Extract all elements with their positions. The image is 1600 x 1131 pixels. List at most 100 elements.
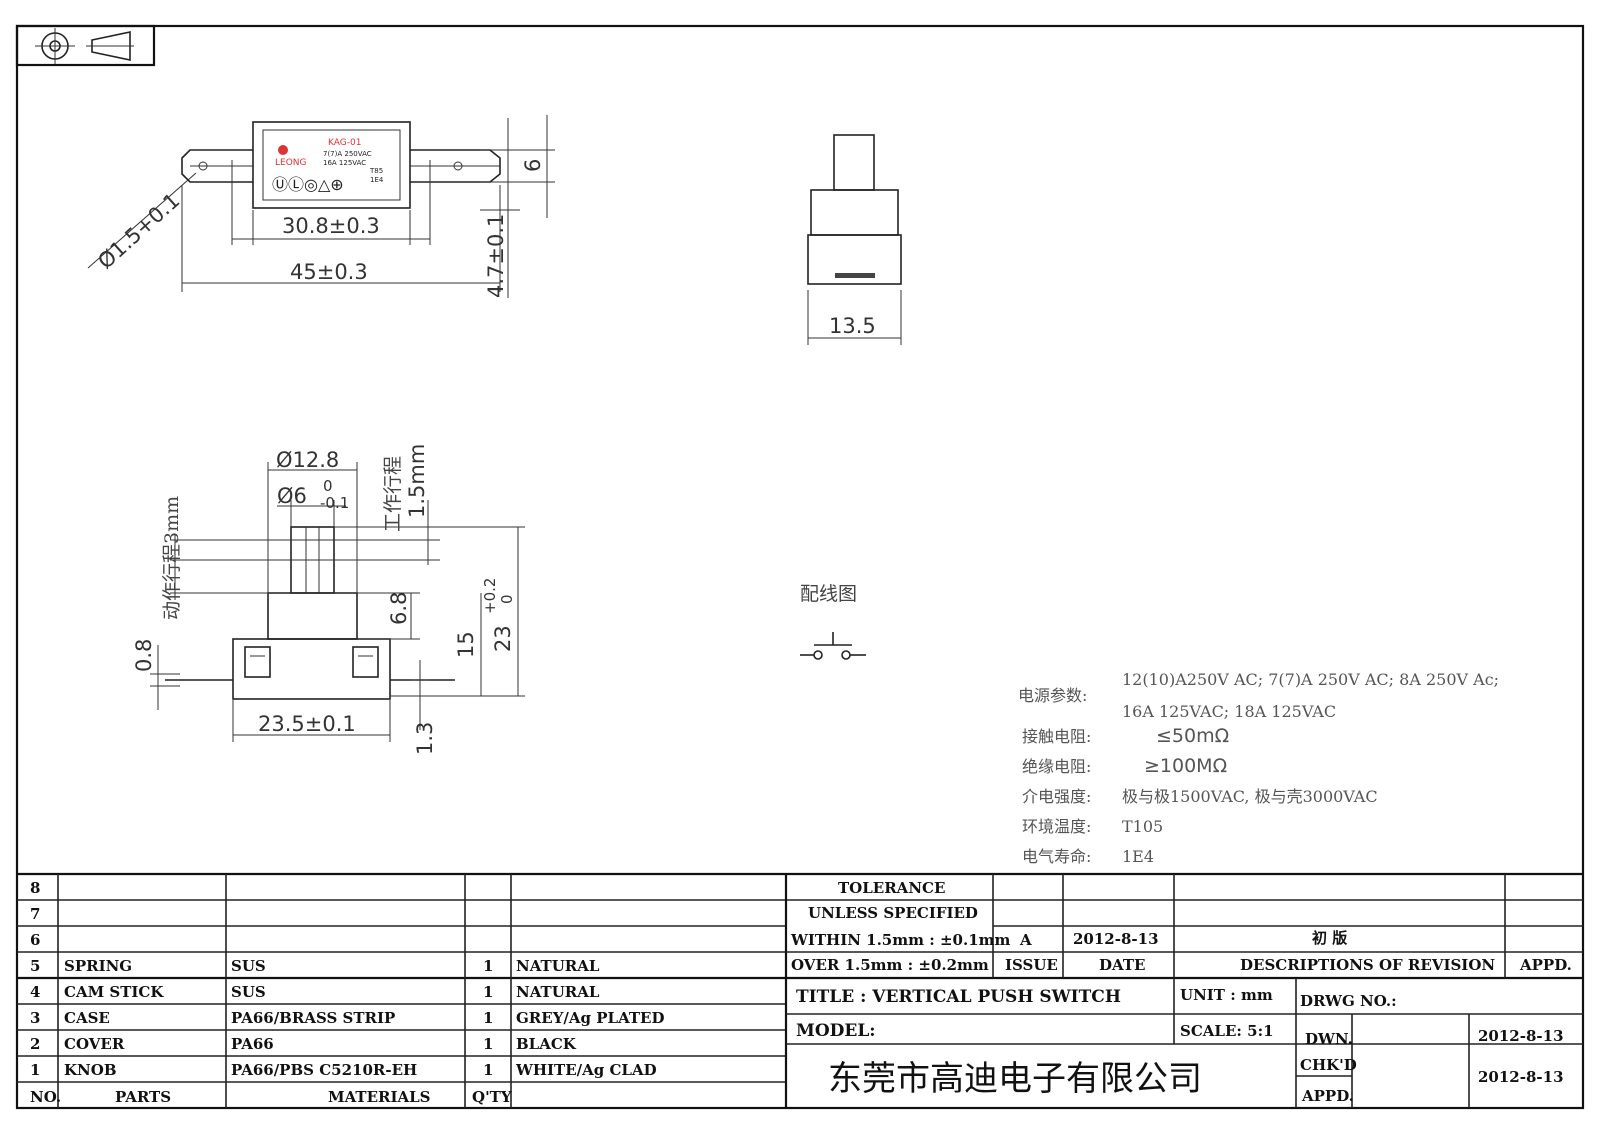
label-rating-1: 7(7)A 250VAC [323,150,372,158]
dim-stem-tol-lower: -0.1 [320,494,349,512]
dim-23-tol-lower: 0 [498,594,516,604]
wiring-title: 配线图 [800,583,857,605]
bom-cell-qty: 1 [483,1061,493,1079]
drawing-title: TITLE : VERTICAL PUSH SWITCH [796,987,1121,1007]
bom-cell-material: PA66/BRASS STRIP [231,1009,395,1027]
label-brand: LEONG [275,158,307,168]
spec-contact-label: 接触电阻: [1022,727,1091,746]
dim-23: 23 [491,625,515,652]
label-t: T85 [369,167,383,175]
spec-contact-value: ≤50mΩ [1156,725,1229,747]
bom-cell-material: PA66 [231,1035,274,1053]
date-header: DATE [1099,956,1145,974]
dim-stem-dia: Ø6 [277,484,307,508]
top-view: LEONG KAG-01 7(7)A 250VAC 16A 125VAC T85… [87,115,555,298]
projection-symbol [15,24,156,67]
chkd-label: CHK'D [1300,1056,1357,1074]
bom-cell-qty: 1 [483,1035,493,1053]
dim-23-tol-upper: +0.2 [481,578,499,614]
dim-total-length: 45±0.3 [290,260,368,284]
specifications: 电源参数: 12(10)A250V AC; 7(7)A 250V AC; 8A … [1018,670,1499,866]
company-name: 东莞市高迪电子有限公司 [828,1059,1202,1099]
label-model: KAG-01 [328,138,361,148]
issue-value: A [1019,931,1032,949]
dim-knob-dia: Ø12.8 [276,448,339,472]
tolerance-over: OVER 1.5mm : ±0.2mm [791,956,989,974]
bom-header-qty: Q'TY [472,1088,512,1106]
dim-6-8: 6.8 [387,592,411,625]
bom-cell-no: 3 [30,1009,40,1027]
front-view: Ø12.8 Ø6 0 -0.1 工作行程 1.5mm 动作行程3mm 6.8 1… [132,444,525,755]
travel-label: 工作行程 [382,456,404,532]
bom-cell-qty: 1 [483,957,493,975]
bom-cell-no: 7 [30,905,40,923]
bom-cell-no: 8 [30,879,40,897]
bom-cell-no: 6 [30,931,40,949]
spec-power-line1: 12(10)A250V AC; 7(7)A 250V AC; 8A 250V A… [1122,670,1499,689]
bom-cell-part: SPRING [64,957,132,975]
spec-life-label: 电气寿命: [1022,847,1091,866]
bom-header-no: NO. [30,1088,61,1106]
bom-cell-finish: NATURAL [516,983,600,1001]
cert-marks: ⓊⓁ◎△⊕ [272,175,344,194]
bom-cell-finish: NATURAL [516,957,600,975]
unit: UNIT : mm [1180,986,1273,1004]
bom-cell-qty: 1 [483,1009,493,1027]
bom-cell-finish: BLACK [516,1035,577,1053]
dim-hole: Ø1.5+0.1 [93,188,184,273]
bom-cell-material: SUS [231,957,266,975]
dim-body-length: 30.8±0.3 [282,214,380,238]
bom-cell-part: CASE [64,1009,110,1027]
spec-temp-value: T105 [1122,817,1163,836]
tolerance-title: TOLERANCE [838,879,945,897]
issue-header: ISSUE [1005,956,1058,974]
model: MODEL: [796,1021,876,1041]
label-rating-2: 16A 125VAC [323,159,366,167]
bom-cell-material: PA66/PBS C5210R-EH [231,1061,417,1079]
wiring-diagram: 配线图 [800,583,866,660]
bom-header-parts: PARTS [115,1088,171,1106]
dim-15: 15 [454,631,478,658]
bom-cell-material: SUS [231,983,266,1001]
dwn-label: DWN. [1305,1030,1353,1048]
bom-header-materials: MATERIALS [328,1088,431,1106]
action-travel: 动作行程3mm [161,496,183,620]
dim-23-5: 23.5±0.1 [258,712,356,736]
bom-cell-no: 2 [30,1035,40,1053]
tolerance-within: WITHIN 1.5mm : ±0.1mm [790,931,1011,949]
revision-header: DESCRIPTIONS OF REVISION [1240,956,1495,974]
dim-tab-height: 6 [521,159,545,172]
drawing-frame [15,24,1585,1110]
dim-tab-offset: 4.7±0.1 [484,214,508,298]
bom-cell-part: KNOB [64,1061,117,1079]
spec-life-value: 1E4 [1122,847,1154,866]
dim-1-3: 1.3 [413,722,437,755]
label-e: 1E4 [370,176,384,184]
spec-dielectric-value: 极与极1500VAC, 极与壳3000VAC [1122,787,1378,806]
bom-cell-part: COVER [64,1035,125,1053]
title-block: TOLERANCE UNLESS SPECIFIED WITHIN 1.5mm … [786,874,1583,1108]
travel-value: 1.5mm [405,444,429,518]
bom-cell-finish: WHITE/Ag CLAD [515,1061,657,1079]
spec-dielectric-label: 介电强度: [1022,787,1091,806]
bom-cell-no: 4 [30,983,40,1001]
bom-cell-no: 1 [30,1061,40,1079]
side-view: 13.5 [807,134,902,345]
bom-cell-part: CAM STICK [64,983,164,1001]
chkd-date: 2012-8-13 [1478,1068,1564,1086]
spec-insulation-value: ≥100MΩ [1144,755,1227,777]
bom-cell-qty: 1 [483,983,493,1001]
revision-value: 初 版 [1312,929,1347,947]
drwg-no: DRWG NO.: [1300,992,1397,1010]
date-value: 2012-8-13 [1073,930,1159,948]
dwn-date: 2012-8-13 [1478,1027,1564,1045]
dim-side-width: 13.5 [829,314,876,338]
bom-cell-finish: GREY/Ag PLATED [516,1009,665,1027]
spec-temp-label: 环境温度: [1022,817,1091,836]
spec-power-line2: 16A 125VAC; 18A 125VAC [1122,702,1336,721]
appd-header: APPD. [1519,956,1572,974]
spec-insulation-label: 绝缘电阻: [1022,757,1091,776]
tolerance-unless: UNLESS SPECIFIED [808,904,978,922]
